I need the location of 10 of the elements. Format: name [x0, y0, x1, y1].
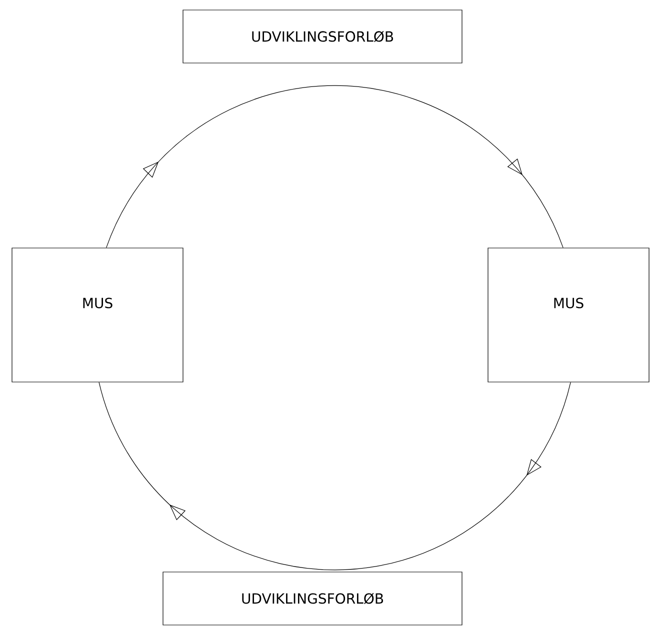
arrow — [106, 86, 564, 248]
box-label: MUS — [554, 298, 584, 308]
box-label: UDVIKLINGSFORLØB — [252, 30, 394, 42]
arrow — [98, 382, 571, 570]
box-label: MUS — [83, 298, 112, 308]
stage-box — [12, 248, 184, 382]
title-box — [182, 10, 462, 64]
box-label: UDVIKLINGSFORLØB — [242, 592, 384, 604]
title-box — [162, 572, 462, 626]
stage-box — [488, 248, 650, 382]
